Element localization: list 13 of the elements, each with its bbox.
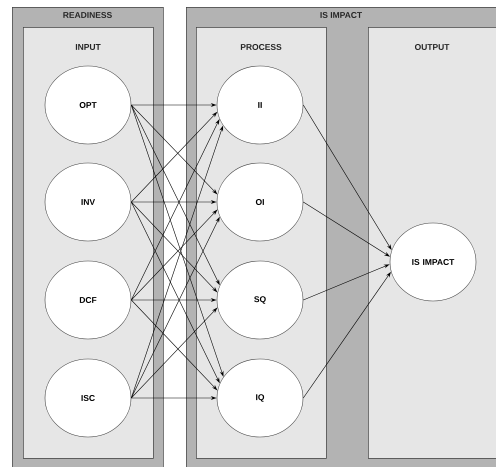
arrow — [131, 104, 218, 194]
circle-node: SQ — [216, 260, 304, 340]
circle-node: DCF — [44, 260, 132, 340]
circle-node: IS IMPACT — [390, 222, 476, 302]
circle-node: OI — [216, 162, 304, 242]
circle-node: OPT — [44, 66, 132, 144]
circle-node: INV — [44, 162, 132, 242]
arrow — [131, 300, 218, 390]
circle-node: IQ — [216, 358, 304, 438]
arrow — [131, 202, 218, 292]
circle-node: II — [216, 66, 304, 144]
circle-node: ISC — [44, 358, 132, 438]
arrow — [131, 308, 218, 398]
